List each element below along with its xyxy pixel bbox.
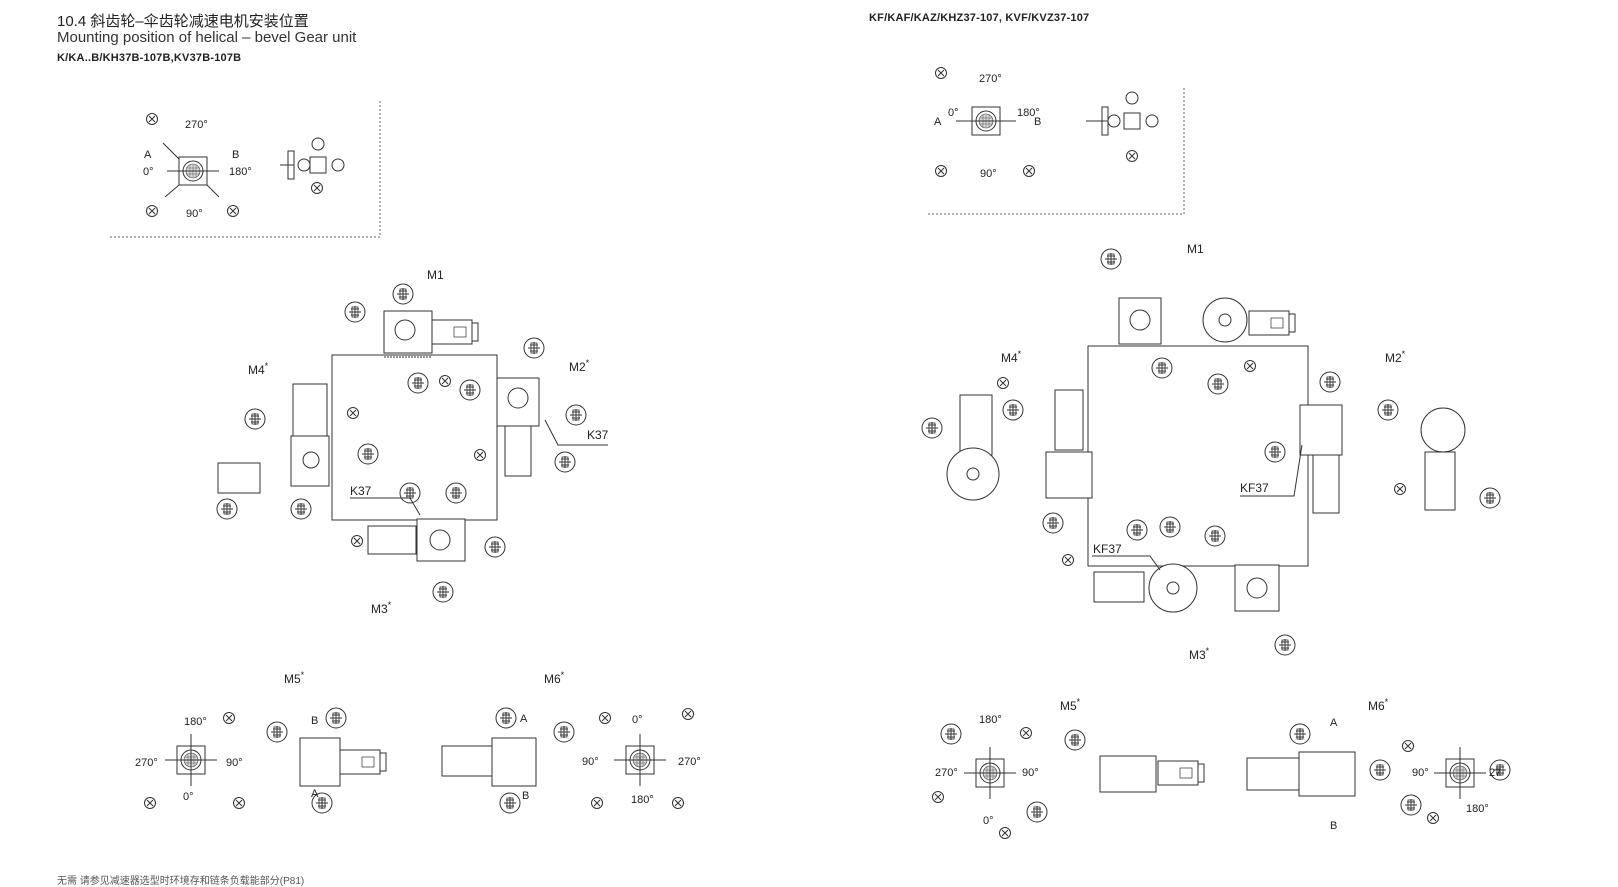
left-m6-text: M6 <box>544 672 561 686</box>
right-legend-b: B <box>1034 116 1042 128</box>
right-models: KF/KAF/KAZ/KHZ37-107, KVF/KVZ37-107 <box>869 12 1090 24</box>
right-m2-label: M2* <box>1385 349 1405 365</box>
left-k37-callout-a: K37 <box>587 428 609 442</box>
right-m4-label: M4* <box>1001 349 1021 365</box>
left-m3-label: M3* <box>371 600 391 616</box>
left-m5-b: B <box>311 715 319 727</box>
left-m6-90: 90° <box>582 756 599 768</box>
right-m5-label: M5* <box>1060 697 1080 713</box>
left-m6-star: * <box>560 670 565 680</box>
right-m3-text: M3 <box>1189 648 1206 662</box>
left-legend-270: 270° <box>185 119 208 131</box>
left-m4-label: M4* <box>248 361 268 377</box>
left-legend-a: A <box>144 149 152 161</box>
left-m5-label: M5* <box>284 670 304 686</box>
right-legend-180: 180° <box>1017 107 1040 119</box>
right-m4-star: * <box>1017 349 1022 359</box>
left-models: K/KA..B/KH37B-107B,KV37B-107B <box>57 52 242 64</box>
right-m6-b: B <box>1330 820 1338 832</box>
left-m5-text: M5 <box>284 672 301 686</box>
left-m1-label: M1 <box>427 268 444 282</box>
left-m2-star: * <box>585 358 590 368</box>
right-m5-90: 90° <box>1022 767 1039 779</box>
left-m5-90: 90° <box>226 757 243 769</box>
left-m5-a: A <box>311 788 319 800</box>
right-legend-0: 0° <box>948 107 959 119</box>
left-m6-a: A <box>520 713 528 725</box>
right-m1-label: M1 <box>1187 242 1204 256</box>
left-m6-180: 180° <box>631 794 654 806</box>
right-m2-star: * <box>1401 349 1406 359</box>
right-m3-star: * <box>1205 646 1210 656</box>
left-m4-star: * <box>264 361 269 371</box>
right-kf37-callout-a: KF37 <box>1240 481 1269 495</box>
right-m4-text: M4 <box>1001 351 1018 365</box>
left-k37-callout-b: K37 <box>350 484 372 498</box>
left-title-en: Mounting position of helical – bevel Gea… <box>57 29 357 46</box>
left-m4-text: M4 <box>248 363 265 377</box>
left-legend-b: B <box>232 149 240 161</box>
left-m6-label: M6* <box>544 670 564 686</box>
left-m6-b: B <box>522 790 530 802</box>
right-m5-star: * <box>1076 697 1081 707</box>
left-m5-star: * <box>300 670 305 680</box>
right-m6-label: M6* <box>1368 697 1388 713</box>
left-m5-270: 270° <box>135 757 158 769</box>
right-legend-90: 90° <box>980 168 997 180</box>
left-m5-0: 0° <box>183 791 194 803</box>
right-m5-0: 0° <box>983 815 994 827</box>
right-m3-label: M3* <box>1189 646 1209 662</box>
right-m6-star: * <box>1384 697 1389 707</box>
right-m6-text: M6 <box>1368 699 1385 713</box>
right-m5-180: 180° <box>979 714 1002 726</box>
right-m6-180: 180° <box>1466 803 1489 815</box>
left-m3-text: M3 <box>371 602 388 616</box>
left-m5-180: 180° <box>184 716 207 728</box>
left-legend-0: 0° <box>143 166 154 178</box>
right-kf37-callout-b: KF37 <box>1093 542 1122 556</box>
left-m2-text: M2 <box>569 360 586 374</box>
right-m6-90: 90° <box>1412 767 1429 779</box>
left-legend-90: 90° <box>186 208 203 220</box>
right-m5-270: 270° <box>935 767 958 779</box>
left-m6-0: 0° <box>632 714 643 726</box>
right-legend-a: A <box>934 116 942 128</box>
right-m5-text: M5 <box>1060 699 1077 713</box>
right-legend-270: 270° <box>979 73 1002 85</box>
left-legend-180: 180° <box>229 166 252 178</box>
right-m2-text: M2 <box>1385 351 1402 365</box>
right-m6-27: 27 <box>1489 767 1502 779</box>
left-m6-270: 270° <box>678 756 701 768</box>
left-m3-star: * <box>387 600 392 610</box>
left-m2-label: M2* <box>569 358 589 374</box>
left-footnote: 无需 请参见减速器选型时环境存和链条负载能部分(P81) <box>57 876 305 887</box>
right-m6-a: A <box>1330 717 1338 729</box>
left-title-cn: 10.4 斜齿轮–伞齿轮减速电机安装位置 <box>57 13 309 30</box>
